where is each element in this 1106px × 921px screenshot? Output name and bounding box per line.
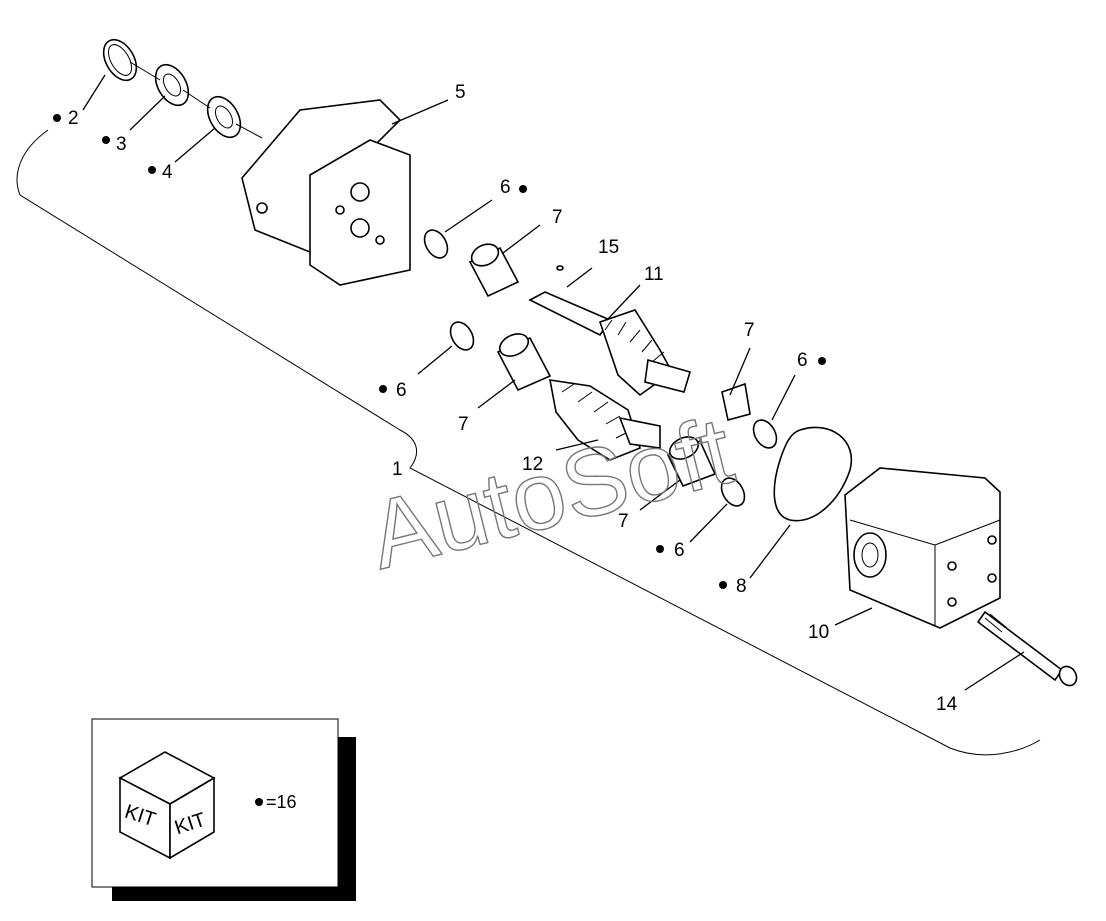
callout-15: 15 <box>598 237 619 258</box>
callout-10: 10 <box>808 622 829 643</box>
o-ring-right <box>752 419 778 449</box>
callout-4: 4 <box>162 162 173 183</box>
watermark: AutoSoft <box>359 397 742 590</box>
callout-14: 14 <box>936 694 958 715</box>
o-ring-upper <box>423 229 449 259</box>
rear-cover <box>844 467 1001 629</box>
gasket <box>773 426 853 522</box>
cap-screw <box>976 610 1078 687</box>
callout-6-right: 6 <box>797 350 808 371</box>
callout-2: 2 <box>68 108 79 129</box>
callout-3: 3 <box>116 134 127 155</box>
kit-bullet <box>255 798 263 806</box>
callout-1: 1 <box>392 459 403 480</box>
bushing-upper <box>468 243 520 298</box>
o-ring-middle <box>449 321 475 351</box>
bushing-bottom <box>666 436 717 488</box>
assembly-bracket-line <box>16 129 1041 756</box>
seal-washer <box>206 95 242 139</box>
callout-7-upper: 7 <box>552 207 563 228</box>
kit-value: =16 <box>266 792 297 812</box>
leader-lines <box>82 74 1025 691</box>
callout-6-upper: 6 <box>500 177 511 198</box>
o-ring-lower <box>720 477 746 507</box>
callout-5: 5 <box>455 82 466 103</box>
bushing-lower <box>496 333 552 392</box>
front-housing <box>241 99 411 286</box>
callout-6-middle: 6 <box>396 380 407 401</box>
callout-12: 12 <box>522 454 543 475</box>
callout-6-lower: 6 <box>674 540 685 561</box>
bushing-right <box>721 382 751 421</box>
callout-8: 8 <box>736 576 747 597</box>
drive-gear-shaft <box>528 265 691 397</box>
bullets <box>53 114 826 589</box>
kit-cube-icon <box>118 751 216 860</box>
callout-7-bottom: 7 <box>618 511 629 532</box>
callout-7-right: 7 <box>744 320 755 341</box>
kit-legend: KIT KIT =16 <box>91 718 356 901</box>
shaft-seal <box>154 63 190 107</box>
callout-11: 11 <box>644 264 664 285</box>
driven-gear <box>549 379 661 461</box>
callout-7-middle: 7 <box>458 414 469 435</box>
snap-ring <box>102 38 138 82</box>
